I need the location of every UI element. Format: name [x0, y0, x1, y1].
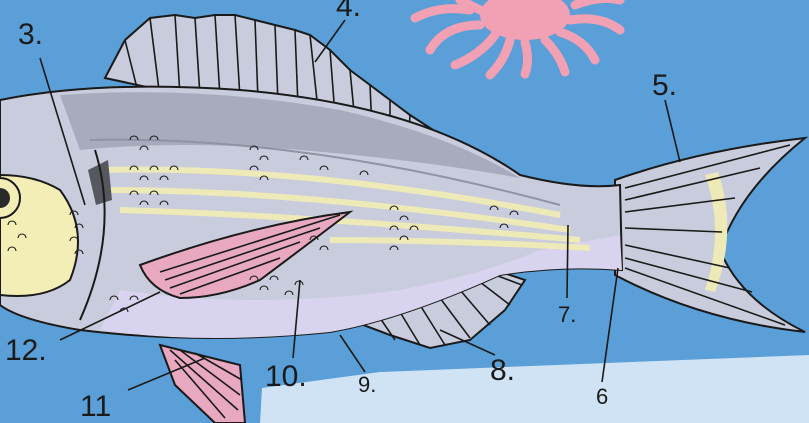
label-3: 3. [18, 18, 43, 51]
label-6: 6 [596, 384, 608, 409]
label-11: 11 [80, 390, 111, 423]
label-8: 8. [490, 354, 515, 387]
label-9: 9. [358, 372, 376, 397]
label-7: 7. [558, 302, 576, 327]
label-12: 12. [5, 334, 47, 367]
leader-7 [567, 225, 568, 298]
label-5: 5. [652, 69, 677, 102]
label-10: 10. [265, 360, 307, 393]
label-4: 4. [336, 0, 361, 23]
